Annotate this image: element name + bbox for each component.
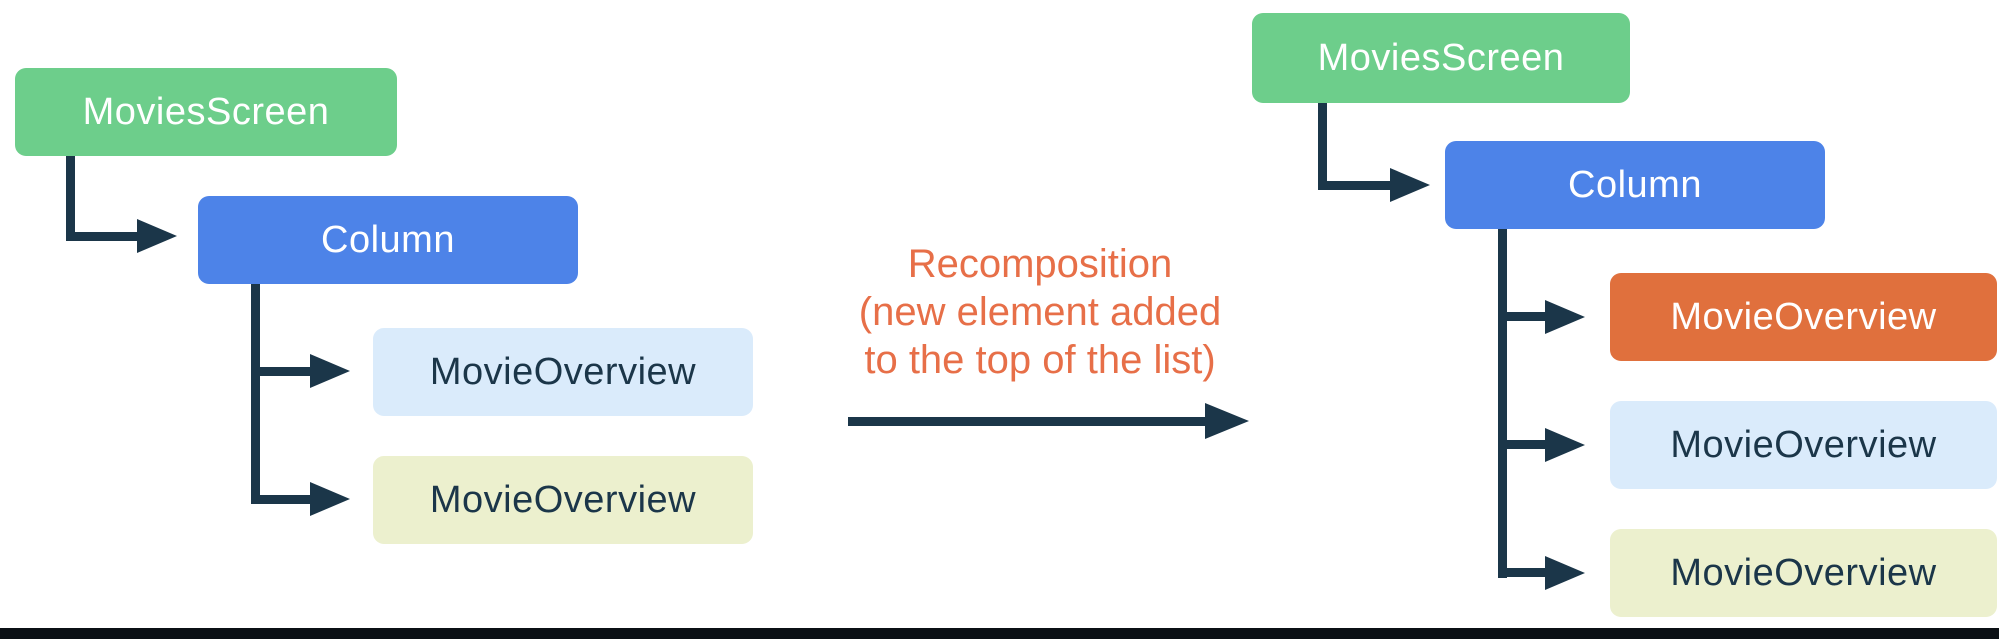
annotation-line-2: (new element added [858,290,1222,334]
before-movieoverview-2-label: MovieOverview [429,478,697,521]
after-movieoverview-3-node: MovieOverview [1610,529,1997,617]
before-movieoverview-1-node: MovieOverview [373,328,753,416]
bottom-edge-bar [0,628,1999,639]
after-child2-connector-hline [1498,440,1545,449]
recomposition-annotation: Recomposition (new element added to the … [810,240,1270,384]
before-child2-arrowhead-icon [310,482,350,516]
after-column-node: Column [1445,141,1825,229]
after-root-arrowhead-icon [1390,168,1430,202]
after-movieoverview-new-node: MovieOverview [1610,273,1997,361]
after-moviesscreen-node: MoviesScreen [1252,13,1630,103]
before-movieoverview-1-label: MovieOverview [429,350,697,393]
after-child1-connector-hline [1498,312,1545,321]
before-child1-connector-hline [251,367,310,376]
before-moviesscreen-label: MoviesScreen [82,90,330,133]
after-child3-connector-hline [1498,568,1545,577]
before-column-label: Column [321,218,455,261]
annotation-line-1: Recomposition [907,242,1173,286]
recomposition-arrow-line [848,417,1205,426]
before-root-connector-hline [66,232,137,241]
before-movieoverview-2-node: MovieOverview [373,456,753,544]
before-moviesscreen-node: MoviesScreen [15,68,397,156]
after-root-connector-vline [1318,103,1327,190]
after-root-connector-hline [1318,181,1390,190]
after-movieoverview-2-node: MovieOverview [1610,401,1997,489]
after-moviesscreen-label: MoviesScreen [1317,36,1565,79]
recomposition-arrowhead-icon [1205,403,1249,439]
before-column-connector-vline [251,284,260,504]
after-column-label: Column [1568,163,1702,206]
before-child1-arrowhead-icon [310,354,350,388]
before-root-connector-vline [66,156,75,241]
after-movieoverview-3-label: MovieOverview [1670,551,1937,594]
before-column-node: Column [198,196,578,284]
after-movieoverview-2-label: MovieOverview [1670,423,1937,466]
after-child1-arrowhead-icon [1545,300,1585,334]
after-column-connector-vline [1498,229,1507,578]
annotation-line-3: to the top of the list) [864,338,1216,382]
after-child2-arrowhead-icon [1545,428,1585,462]
before-child2-connector-hline [251,495,310,504]
before-root-arrowhead-icon [137,219,177,253]
after-movieoverview-new-label: MovieOverview [1670,295,1937,338]
after-child3-arrowhead-icon [1545,556,1585,590]
